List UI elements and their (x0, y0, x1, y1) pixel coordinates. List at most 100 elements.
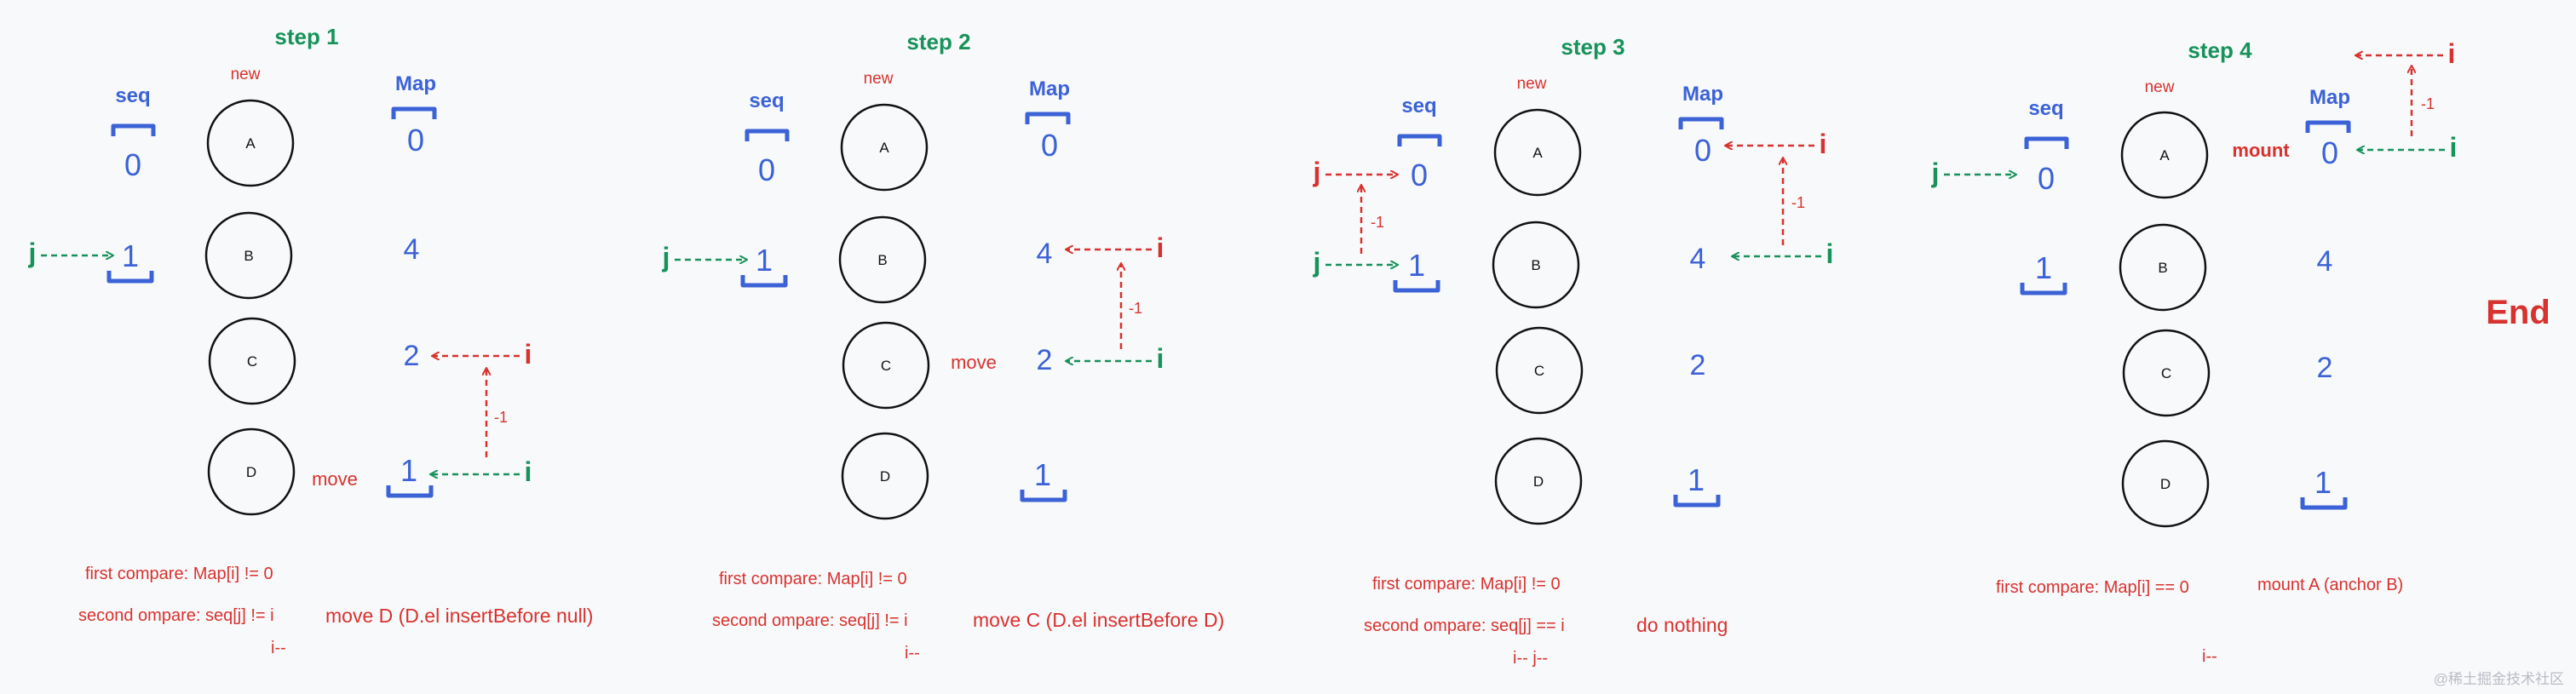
move-annotation: move (951, 352, 997, 373)
step-title: step 2 (906, 29, 970, 54)
map-value: 4 (404, 233, 420, 266)
node-circle (1495, 326, 1584, 415)
second-compare: second ompare: seq[j] != i (712, 611, 908, 630)
node-label: D (2160, 476, 2171, 492)
decrement-label: -1 (494, 409, 508, 426)
step-title: step 3 (1561, 34, 1624, 60)
first-compare: first compare: Map[i] != 0 (1372, 575, 1561, 594)
map-value: 4 (1690, 243, 1706, 275)
node-circle (204, 211, 293, 300)
map-label: Map (1029, 77, 1070, 100)
decrement-label: -1 (1371, 214, 1384, 231)
map-value: 4 (2317, 245, 2333, 278)
decrement-label: -1 (1129, 300, 1142, 317)
seq-value: 0 (758, 152, 775, 187)
seq-bracket-top (2024, 136, 2069, 149)
map-value: 1 (400, 453, 417, 488)
node-circle (1493, 108, 1582, 197)
seq-value: 1 (1408, 248, 1425, 283)
step-3-panel: step 3 seq new Map 0 1 A B C D 0 4 2 1 j… (1313, 34, 1834, 668)
node-circle (838, 215, 927, 304)
seq-value: 1 (2035, 250, 2052, 285)
node-circle (208, 317, 296, 405)
map-bracket-bottom (2300, 497, 2348, 510)
pointer-i-before: i (525, 339, 532, 370)
map-value: 0 (2321, 135, 2338, 170)
pointer-j: j (28, 238, 37, 268)
seq-value: 1 (122, 238, 139, 273)
seq-label: seq (1401, 95, 1436, 118)
node-circle (1494, 437, 1583, 525)
node-label: B (1531, 257, 1540, 273)
map-value: 0 (407, 123, 424, 158)
decrement-label: -1 (1791, 194, 1805, 211)
new-label: new (864, 70, 894, 88)
node-label: C (1534, 363, 1544, 379)
node-circle (1492, 221, 1580, 309)
seq-value: 0 (124, 147, 141, 182)
node-label: B (244, 248, 253, 264)
node-label: A (879, 140, 889, 156)
decrement-note: i-- j-- (1513, 649, 1548, 668)
pointer-j: j (662, 242, 670, 272)
mount-annotation: mount (2232, 140, 2290, 161)
node-label: C (247, 353, 257, 370)
pointer-j: j (1313, 247, 1321, 278)
step-1-panel: step 1 seq new Map 0 1 A B C D 0 4 2 1 m… (28, 24, 594, 657)
node-circle (207, 427, 296, 516)
node-circle (206, 99, 295, 187)
map-label: Map (1682, 83, 1723, 106)
seq-bracket-bottom (1393, 280, 1440, 293)
step-2-panel: step 2 seq new Map 0 1 A B C D 0 4 2 1 m… (662, 29, 1225, 662)
step-title: step 1 (274, 24, 338, 49)
node-circle (841, 432, 929, 520)
step-result: do nothing (1636, 614, 1728, 636)
map-bracket-top (1678, 117, 1724, 129)
decrement-note: i-- (271, 639, 286, 657)
map-value: 0 (1041, 128, 1058, 163)
map-value: 1 (1034, 457, 1051, 492)
node-circle (2120, 111, 2209, 199)
node-label: B (877, 252, 887, 268)
first-compare: first compare: Map[i] != 0 (719, 570, 907, 588)
pointer-j: j (1931, 158, 1940, 188)
map-value: 1 (1688, 462, 1705, 497)
node-label: B (2158, 260, 2167, 276)
node-circle (2121, 439, 2210, 528)
map-value: 2 (1690, 349, 1706, 381)
seq-bracket-bottom (740, 275, 788, 288)
node-label: A (245, 135, 256, 152)
decrement-note: i-- (2202, 647, 2217, 666)
step-result: move C (D.el insertBefore D) (973, 609, 1224, 631)
step-title: step 4 (2188, 37, 2252, 63)
step-4-panel: step 4 seq new Map 0 1 A B C D 0 4 2 1 m… (1931, 37, 2458, 666)
seq-bracket-bottom (2020, 283, 2067, 295)
seq-label: seq (749, 89, 784, 112)
map-value: 0 (1694, 133, 1711, 168)
node-circle (840, 103, 929, 192)
new-label: new (1517, 75, 1547, 93)
map-label: Map (395, 72, 436, 95)
map-value: 2 (2317, 352, 2333, 384)
end-label: End (2486, 294, 2550, 331)
pointer-i-after: i (1820, 129, 1827, 159)
pointer-i-before: i (1826, 238, 1834, 269)
seq-label: seq (2028, 97, 2063, 120)
map-value: 1 (2314, 465, 2332, 500)
map-value: 2 (1037, 344, 1053, 376)
node-label: D (246, 464, 256, 480)
seq-bracket-top (111, 123, 156, 136)
seq-label: seq (115, 84, 150, 107)
map-bracket-bottom (1673, 495, 1721, 508)
decrement-label: -1 (2421, 95, 2435, 112)
node-circle (842, 321, 930, 410)
node-label: C (881, 358, 891, 374)
map-bracket-top (391, 106, 437, 119)
map-bracket-top (1025, 112, 1071, 124)
map-value: 4 (1037, 238, 1053, 270)
map-bracket-bottom (1020, 490, 1067, 502)
step-result: mount A (anchor B) (2257, 576, 2403, 594)
pointer-i-before: i (2450, 132, 2458, 163)
new-label: new (231, 66, 261, 83)
